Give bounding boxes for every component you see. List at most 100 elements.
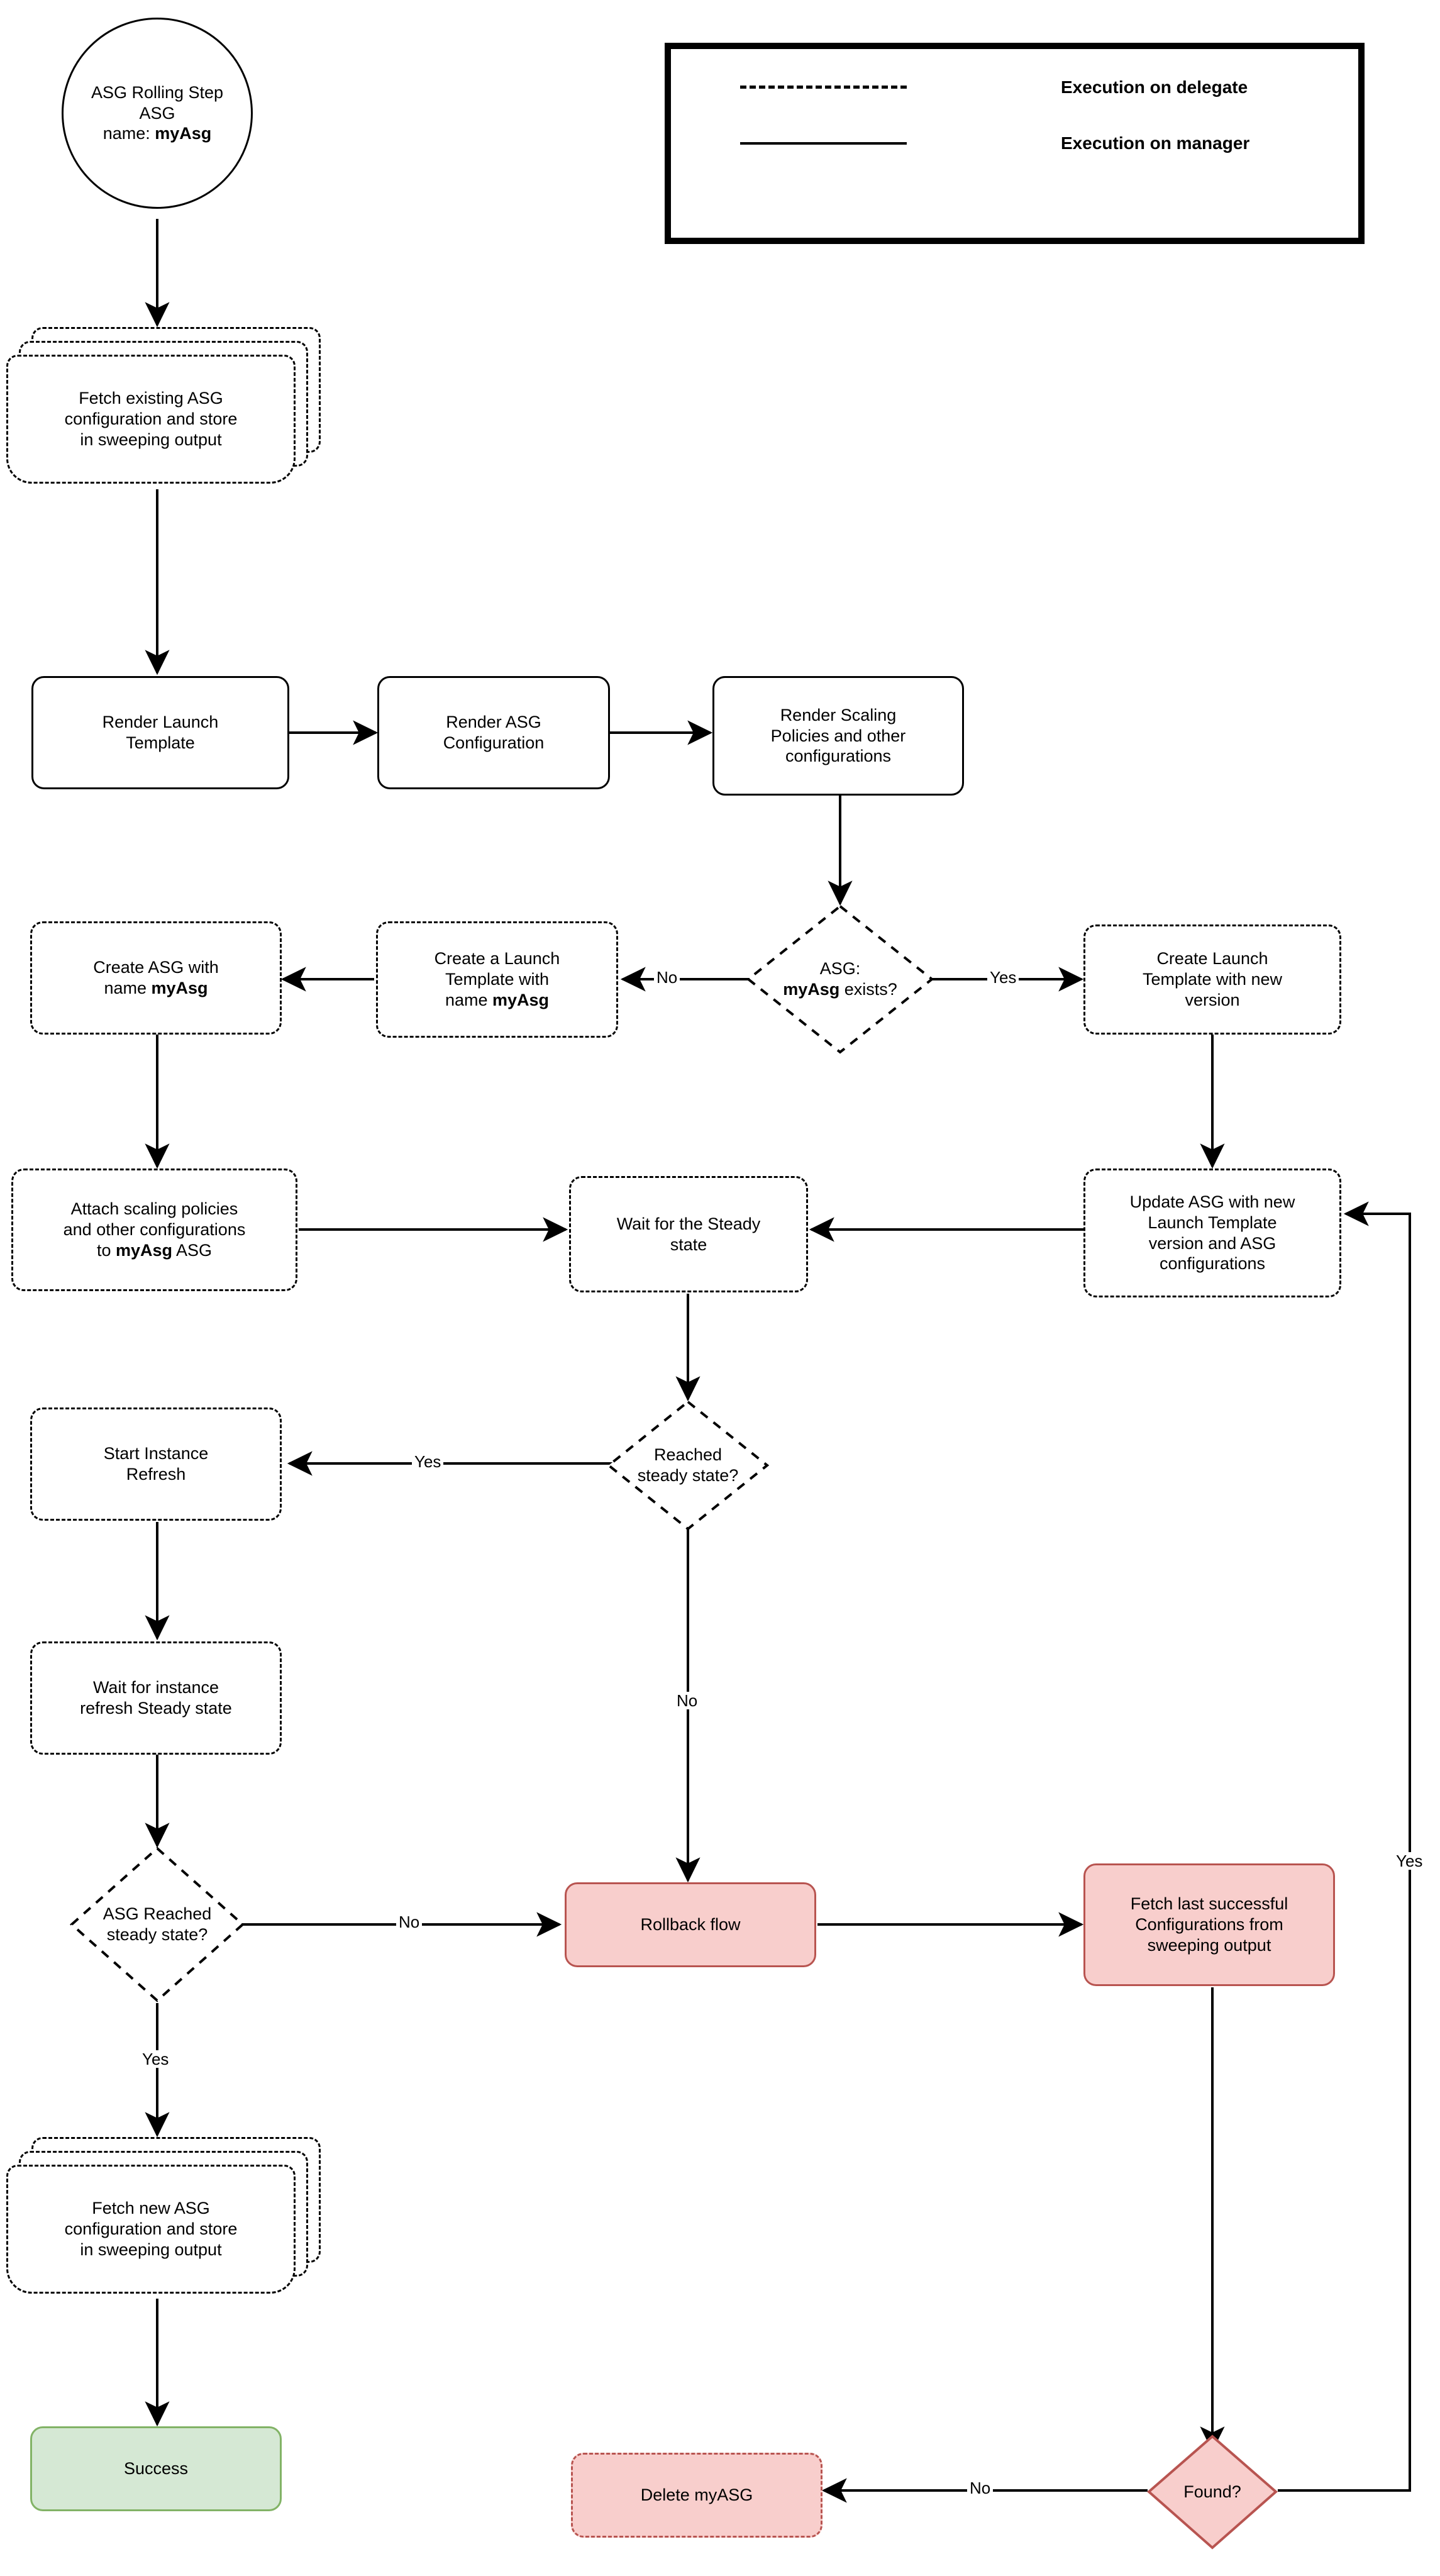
- node-create-a-launch-template[interactable]: Create a Launch Template with name myAsg: [376, 921, 618, 1038]
- create-lt-line3-prefix: name: [445, 990, 492, 1009]
- asg-exists-line2-bold: myAsg: [783, 980, 840, 999]
- node-start-text: ASG Rolling Step ASG name: myAsg: [70, 82, 245, 145]
- reached-steady-line2: steady state?: [637, 1466, 739, 1485]
- attach-line3-bold: myAsg: [115, 1240, 173, 1260]
- multidoc2-layer-front: [6, 2165, 296, 2294]
- update-asg-line4: configurations: [1159, 1254, 1266, 1274]
- wait-steady-line1: Wait for the Steady: [616, 1214, 761, 1233]
- render-asgcfg-line2: Configuration: [443, 733, 545, 752]
- node-fetch-new-asg[interactable]: Fetch new ASG configuration and store in…: [6, 2137, 327, 2301]
- edge-label-exists-no: No: [654, 969, 680, 986]
- wait-refresh-line1: Wait for instance: [92, 1678, 219, 1697]
- edge-label-exists-yes: Yes: [987, 969, 1019, 986]
- node-success[interactable]: Success: [30, 2426, 282, 2511]
- attach-line3-suffix: ASG: [172, 1240, 213, 1260]
- node-start-line1: ASG Rolling Step: [91, 82, 224, 102]
- create-asg-line1: Create ASG with: [93, 958, 219, 977]
- create-asg-line2-prefix: name: [104, 979, 152, 997]
- fetch-new-line2: configuration and store: [64, 2219, 238, 2239]
- found-label: Found?: [1183, 2482, 1241, 2502]
- asg-exists-line2-rest: exists?: [839, 980, 897, 999]
- render-asgcfg-line1: Render ASG: [446, 713, 541, 732]
- edge-label-reached-yes: Yes: [412, 1453, 444, 1470]
- fetch-last-line1: Fetch last successful: [1130, 1894, 1288, 1914]
- create-ltnew-line1: Create Launch: [1156, 949, 1268, 969]
- render-scaling-line2: Policies and other: [770, 726, 906, 745]
- wait-steady-line2: state: [670, 1235, 707, 1254]
- edge-label-asg-reached-yes: Yes: [140, 2050, 172, 2068]
- node-start-line3-prefix: name:: [102, 124, 155, 143]
- edge-found-yes: [1278, 1201, 1411, 2492]
- node-fetch-last-successful[interactable]: Fetch last successful Configurations fro…: [1083, 1863, 1335, 1986]
- update-asg-line3: version and ASG: [1148, 1233, 1277, 1253]
- edge-label-found-no: No: [967, 2479, 994, 2497]
- node-asg-exists-decision[interactable]: ASG: myAsg exists?: [746, 904, 934, 1055]
- fetch-new-line3: in sweeping output: [80, 2240, 222, 2259]
- create-ltnew-line2: Template with new: [1142, 970, 1283, 989]
- fetch-existing-line2: configuration and store: [64, 409, 238, 429]
- node-reached-steady-state-decision[interactable]: Reached steady state?: [606, 1399, 770, 1531]
- create-asg-line2-bold: myAsg: [151, 979, 208, 997]
- node-create-launch-template-new-version[interactable]: Create Launch Template with new version: [1083, 924, 1341, 1035]
- node-asg-reached-steady-state-decision[interactable]: ASG Reached steady state?: [69, 1846, 245, 2003]
- asg-exists-line1: ASG:: [819, 959, 861, 979]
- fetch-last-line3: sweeping output: [1147, 1935, 1271, 1955]
- edge-label-found-yes: Yes: [1393, 1852, 1426, 1870]
- create-ltnew-line3: version: [1185, 990, 1240, 1009]
- node-delete-myasg[interactable]: Delete myASG: [571, 2453, 822, 2538]
- edge-label-asg-reached-no: No: [396, 1913, 423, 1931]
- asg-reached-line2: steady state?: [106, 1925, 208, 1944]
- multidoc-layer-front: [6, 355, 296, 484]
- node-create-asg[interactable]: Create ASG with name myAsg: [30, 921, 282, 1035]
- node-start[interactable]: ASG Rolling Step ASG name: myAsg: [62, 18, 253, 209]
- rollback-flow-label: Rollback flow: [640, 1915, 741, 1935]
- attach-line3-prefix: to: [96, 1240, 116, 1260]
- reached-steady-line1: Reached: [653, 1445, 723, 1465]
- attach-line1: Attach scaling policies: [70, 1199, 238, 1219]
- create-lt-line2: Template with: [445, 970, 550, 989]
- delete-myasg-label: Delete myASG: [640, 2485, 753, 2505]
- node-start-line3-bold: myAsg: [155, 124, 212, 143]
- found-diamond-shape: [1146, 2434, 1278, 2550]
- render-launch-line1: Render Launch: [102, 713, 219, 732]
- node-rollback-flow[interactable]: Rollback flow: [565, 1882, 816, 1967]
- node-wait-steady-state[interactable]: Wait for the Steady state: [569, 1176, 808, 1292]
- node-render-scaling-policies[interactable]: Render Scaling Policies and other config…: [712, 676, 964, 796]
- legend-row-delegate: Execution on delegate: [740, 77, 1338, 97]
- attach-line2: and other configurations: [63, 1220, 246, 1240]
- edge-label-reached-no: No: [674, 1692, 701, 1709]
- node-fetch-new-asg-text: Fetch new ASG configuration and store in…: [6, 2165, 296, 2294]
- node-render-asg-configuration[interactable]: Render ASG Configuration: [377, 676, 610, 789]
- fetch-new-line1: Fetch new ASG: [92, 2199, 210, 2218]
- legend-dashed-line-sample: [740, 86, 907, 89]
- wait-refresh-line2: refresh Steady state: [80, 1699, 232, 1718]
- asg-reached-diamond-shape: [69, 1846, 245, 2002]
- node-fetch-existing-asg[interactable]: Fetch existing ASG configuration and sto…: [6, 327, 327, 491]
- create-lt-line3-bold: myAsg: [492, 990, 550, 1009]
- legend-solid-line-sample: [740, 142, 907, 145]
- legend-row-manager: Execution on manager: [740, 133, 1338, 153]
- legend-label-delegate: Execution on delegate: [1061, 77, 1248, 97]
- asg-reached-line1: ASG Reached: [102, 1904, 212, 1924]
- node-wait-instance-refresh[interactable]: Wait for instance refresh Steady state: [30, 1641, 282, 1755]
- fetch-existing-line3: in sweeping output: [80, 430, 222, 449]
- start-refresh-line1: Start Instance: [103, 1444, 209, 1463]
- node-attach-scaling-policies[interactable]: Attach scaling policies and other config…: [11, 1169, 297, 1291]
- render-scaling-line1: Render Scaling: [780, 705, 897, 724]
- create-lt-line1: Create a Launch: [434, 949, 560, 969]
- legend-box: Execution on delegate Execution on manag…: [665, 43, 1365, 244]
- legend-label-manager: Execution on manager: [1061, 133, 1250, 153]
- node-update-asg[interactable]: Update ASG with new Launch Template vers…: [1083, 1169, 1341, 1297]
- node-found-decision[interactable]: Found?: [1146, 2434, 1278, 2550]
- success-label: Success: [123, 2459, 189, 2479]
- asg-exists-diamond-shape: [746, 904, 934, 1054]
- node-start-instance-refresh[interactable]: Start Instance Refresh: [30, 1407, 282, 1521]
- node-fetch-existing-asg-text: Fetch existing ASG configuration and sto…: [6, 355, 296, 484]
- render-launch-line2: Template: [126, 733, 195, 752]
- update-asg-line2: Launch Template: [1148, 1213, 1277, 1232]
- node-start-line2: ASG: [139, 103, 175, 123]
- node-render-launch-template[interactable]: Render Launch Template: [31, 676, 289, 789]
- render-scaling-line3: configurations: [785, 747, 892, 766]
- start-refresh-line2: Refresh: [126, 1465, 186, 1484]
- fetch-last-line2: Configurations from: [1135, 1915, 1283, 1935]
